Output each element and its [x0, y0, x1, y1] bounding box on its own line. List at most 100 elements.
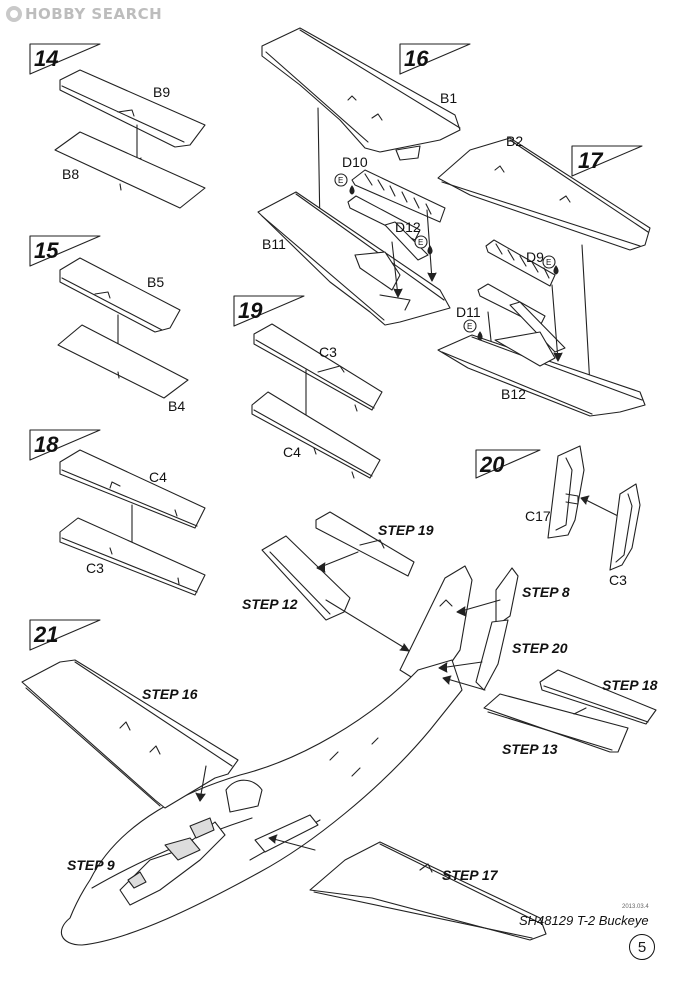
glue-mark-letter: E — [338, 176, 344, 185]
part-d12 — [347, 195, 429, 261]
left-wing — [21, 659, 239, 809]
exploded-tailplane-left — [483, 693, 629, 753]
part-label-b5: B5 — [147, 274, 165, 290]
part-d11 — [477, 283, 566, 353]
part-d10 — [351, 169, 446, 223]
part-b12 — [437, 331, 646, 417]
part-c3-step19 — [253, 323, 383, 412]
assembly-arrow — [573, 707, 587, 715]
step-ref-18: STEP 18 — [602, 677, 658, 693]
part-label-c4-step19: C4 — [283, 444, 301, 460]
glue-mark-d11 — [463, 319, 483, 341]
print-code: 2013.03.4 — [622, 904, 649, 910]
glue-mark-letter: E — [467, 322, 473, 331]
exploded-tailplane-right — [539, 669, 657, 725]
step-flag-14 — [29, 43, 101, 75]
arrow-head — [316, 562, 326, 573]
arrow-head — [553, 352, 563, 362]
arrow-head — [195, 792, 206, 802]
part-label-d9: D9 — [526, 249, 544, 265]
arrow-head — [442, 675, 452, 685]
part-label-d11: D11 — [456, 304, 481, 320]
part-b5 — [59, 257, 181, 333]
part-label-b2: B2 — [506, 133, 524, 149]
step-ref-19: STEP 19 — [378, 522, 434, 538]
step-flag-18 — [29, 429, 101, 461]
step-ref-13: STEP 13 — [502, 741, 558, 757]
part-label-d12: D12 — [395, 219, 421, 235]
glue-mark-letter: E — [546, 258, 552, 267]
watermark-text: HOBBY SEARCH — [25, 5, 163, 23]
step-number-18: 18 — [34, 432, 59, 457]
step-ref-12: STEP 12 — [242, 596, 298, 612]
assembly-arrow — [426, 209, 433, 281]
part-c4-step18 — [59, 449, 206, 529]
step-number-16: 16 — [404, 46, 429, 71]
part-b1 — [261, 27, 461, 161]
step-flag-15 — [29, 235, 101, 267]
step-ref-17: STEP 17 — [442, 867, 498, 883]
part-b4 — [57, 324, 189, 399]
part-label-c3-step19: C3 — [319, 344, 337, 360]
right-wing — [309, 841, 547, 941]
glue-mark-d9 — [542, 255, 559, 275]
arrow-head — [456, 606, 467, 617]
assembly-arrow — [391, 241, 399, 297]
glue-mark-d12 — [414, 235, 433, 255]
step-flag-20 — [475, 449, 541, 479]
part-label-b8: B8 — [62, 166, 80, 182]
glue-mark-letter: E — [418, 238, 424, 247]
page-number: 5 — [629, 934, 655, 960]
part-c3-step18 — [59, 517, 206, 596]
part-label-b11: B11 — [262, 236, 286, 252]
step-flag-17 — [571, 145, 643, 177]
part-label-b9: B9 — [153, 84, 171, 100]
step-number-20: 20 — [480, 452, 505, 477]
part-b8 — [54, 131, 206, 209]
step-ref-16: STEP 16 — [142, 686, 198, 702]
part-label-b1: B1 — [440, 90, 458, 106]
assembly-arrow — [325, 599, 409, 651]
exploded-stabilizer-c4 — [315, 511, 415, 577]
step-number-19: 19 — [238, 298, 263, 323]
step-ref-20: STEP 20 — [512, 640, 568, 656]
part-c3-step20 — [609, 483, 641, 571]
part-b2 — [437, 137, 651, 251]
part-label-c3-step20: C3 — [609, 572, 627, 588]
assembly-arrow — [269, 837, 316, 851]
step-ref-8: STEP 8 — [522, 584, 570, 600]
step-ref-9: STEP 9 — [67, 857, 115, 873]
arrow-head — [427, 272, 437, 282]
part-label-c4-step18: C4 — [149, 469, 167, 485]
exploded-rudder-low — [475, 619, 509, 691]
part-b11 — [257, 191, 451, 326]
part-label-b4: B4 — [168, 398, 186, 414]
step-number-14: 14 — [34, 46, 59, 71]
part-c17 — [547, 445, 585, 539]
step-flag-16 — [399, 43, 471, 75]
assembly-arrow — [443, 677, 486, 691]
step-flag-19 — [233, 295, 305, 327]
arrow-head — [580, 495, 590, 505]
arrow-head — [268, 834, 278, 844]
arrow-head — [393, 288, 403, 298]
step-number-21: 21 — [34, 622, 59, 647]
assembly-arrow — [581, 244, 591, 387]
step-flag-21 — [29, 619, 101, 651]
arrow-head — [399, 643, 410, 652]
part-label-c17: C17 — [525, 508, 551, 524]
assembly-arrow — [581, 497, 619, 517]
watermark-logo: HOBBY SEARCH — [6, 4, 162, 24]
exploded-rudder-top — [495, 567, 519, 627]
right-tank — [254, 814, 319, 853]
part-b9 — [59, 69, 206, 148]
part-label-d10: D10 — [342, 154, 368, 170]
product-title: SH48129 T-2 Buckeye — [519, 913, 649, 928]
part-label-b12: B12 — [501, 386, 526, 402]
step-number-15: 15 — [34, 238, 59, 263]
part-label-c3-step18: C3 — [86, 560, 104, 576]
part-c4-step19 — [251, 391, 381, 479]
exploded-stabilizer-b — [261, 535, 351, 621]
assembly-arrow — [551, 284, 559, 361]
